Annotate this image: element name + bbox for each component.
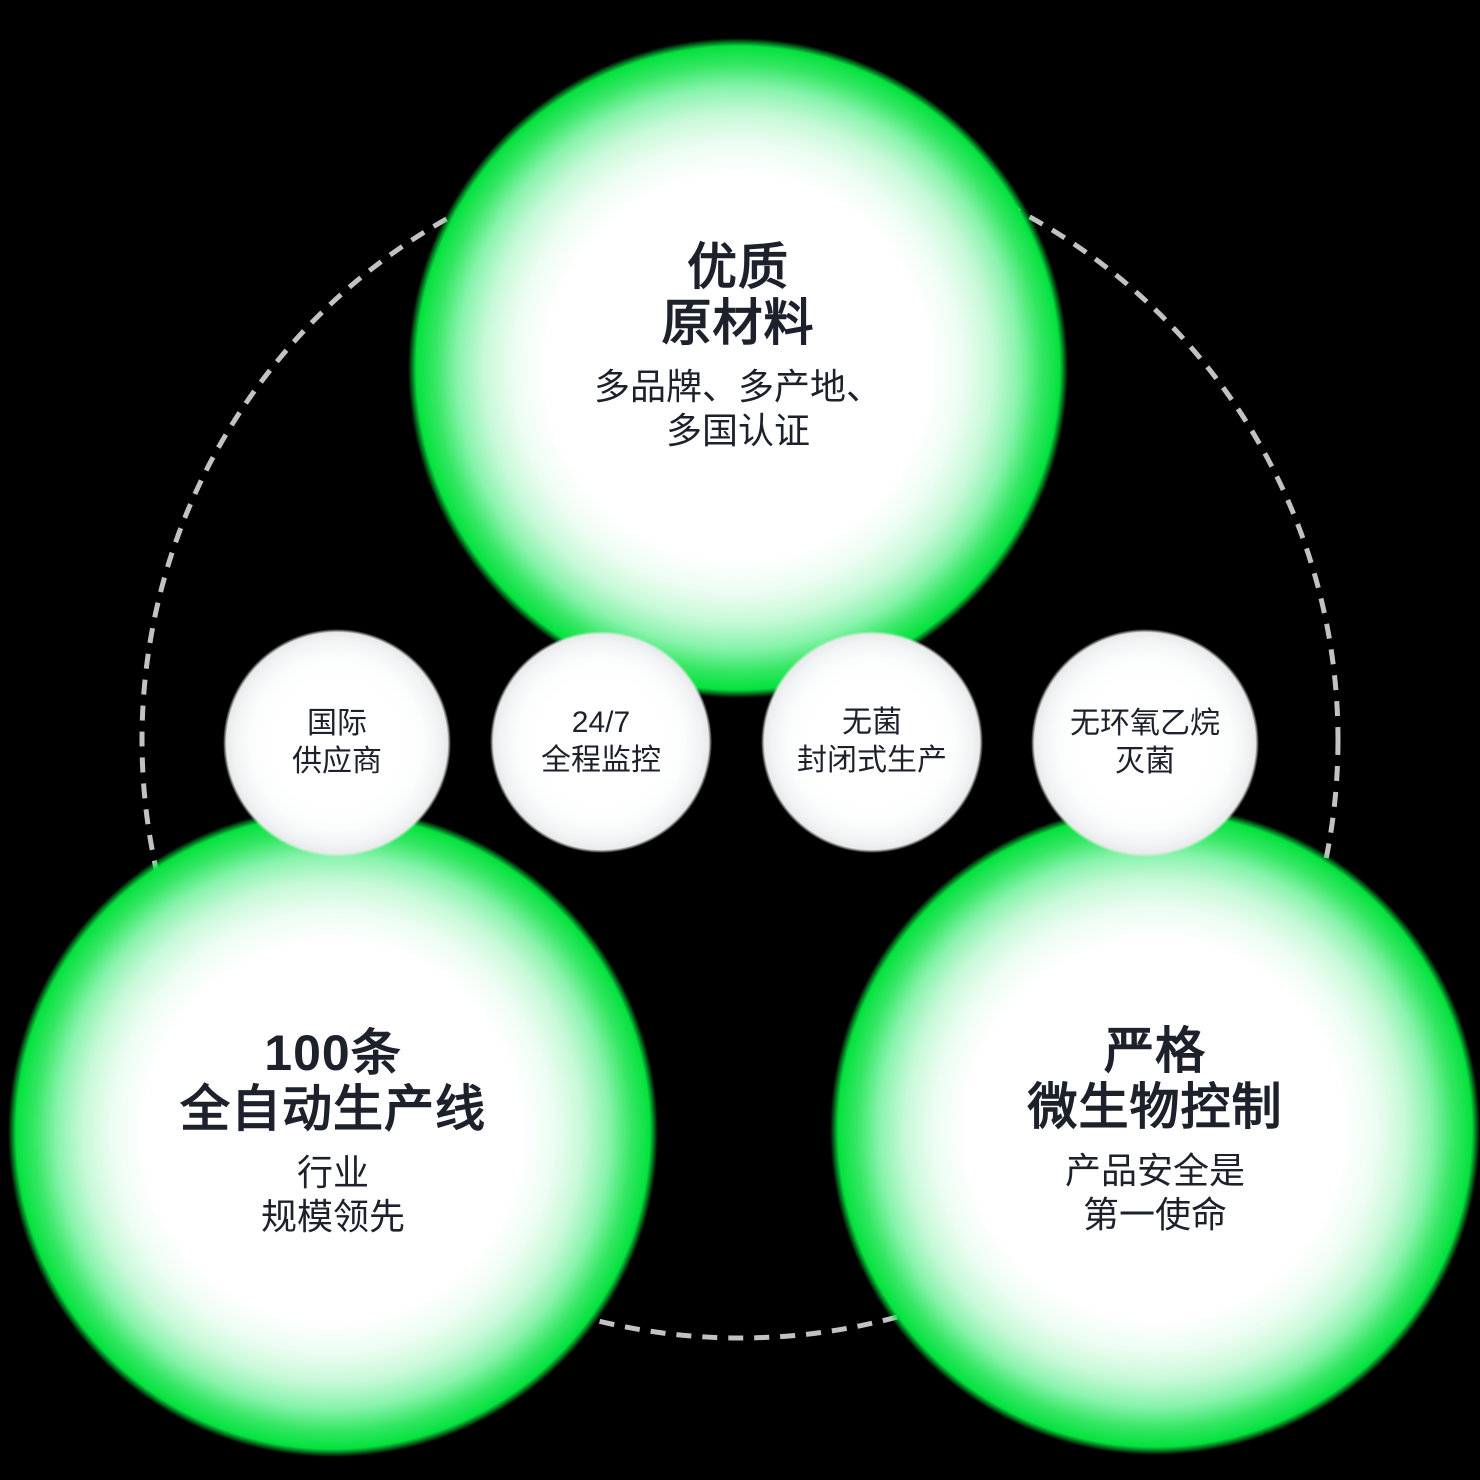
feature-desc-line: 多品牌、多产地、 [593,366,882,407]
feature-title-line: 严格 [1104,1023,1206,1079]
feature-title: 优质 原材料 [594,239,882,351]
feature-desc-line: 规模领先 [260,1196,405,1237]
feature-description: 行业 规模领先 [180,1151,486,1239]
satellite-text-line: 无环氧乙烷 [1070,707,1220,740]
feature-description: 产品安全是 第一使命 [1028,1149,1283,1237]
feature-content-production-lines: 100条 全自动生产线 行业 规模领先 [180,1025,486,1239]
satellite-text-line: 24/7 [571,706,631,739]
feature-circle-microbial-control: 严格 微生物控制 产品安全是 第一使命 [830,805,1480,1455]
feature-title-line: 原材料 [661,295,815,351]
feature-circle-production-lines: 100条 全自动生产线 行业 规模领先 [8,807,658,1457]
satellite-text-line: 灭菌 [1115,745,1175,778]
feature-circle-raw-materials: 优质 原材料 多品牌、多产地、 多国认证 [408,38,1068,698]
satellite-text-line: 无菌 [842,706,902,739]
feature-description: 多品牌、多产地、 多国认证 [594,365,882,453]
satellite-circle-247-monitoring: 24/7 全程监控 [490,631,712,853]
feature-desc-line: 产品安全是 [1064,1150,1245,1191]
satellite-text-line: 国际 [307,707,367,740]
feature-title-line: 100条 [264,1025,402,1081]
feature-title-line: 优质 [686,239,789,295]
feature-title-line: 微生物控制 [1027,1079,1283,1135]
feature-content-microbial-control: 严格 微生物控制 产品安全是 第一使命 [1028,1023,1283,1237]
satellite-circle-international-suppliers: 国际 供应商 [223,629,451,857]
feature-desc-line: 第一使命 [1082,1194,1227,1235]
feature-desc-line: 行业 [296,1152,369,1193]
feature-content-raw-materials: 优质 原材料 多品牌、多产地、 多国认证 [594,239,882,453]
feature-title: 100条 全自动生产线 [180,1025,486,1137]
satellite-text-line: 供应商 [292,745,382,778]
feature-title: 严格 微生物控制 [1028,1023,1283,1135]
feature-title-line: 全自动生产线 [180,1081,486,1137]
feature-desc-line: 多国认证 [665,410,810,451]
satellite-circle-sterile-closed-production: 无菌 封闭式生产 [761,631,983,853]
satellite-circle-no-eto-sterilization: 无环氧乙烷 灭菌 [1031,629,1259,857]
satellite-text-line: 全程监控 [541,744,661,777]
satellite-text-line: 封闭式生产 [797,744,947,777]
